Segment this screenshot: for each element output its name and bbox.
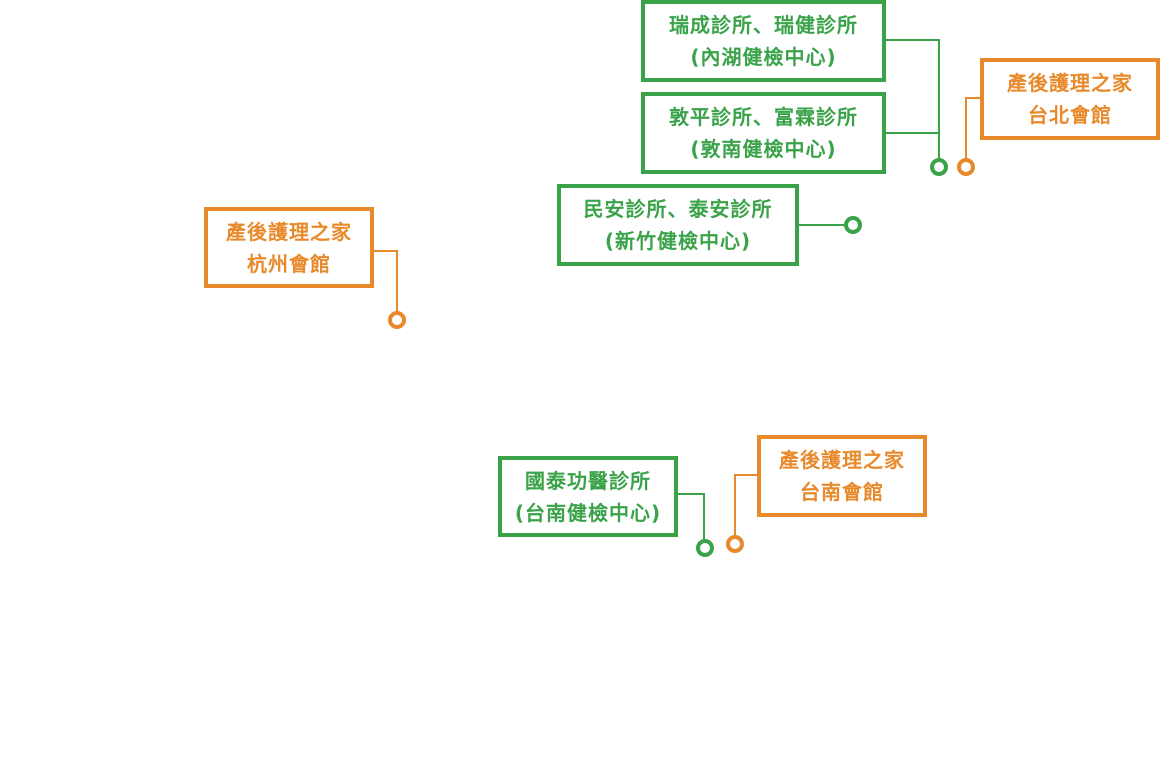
map-pin-hangzhou-care[interactable] <box>388 311 406 329</box>
map-pin-taipei-clinics[interactable] <box>930 158 948 176</box>
location-box-hsinchu[interactable]: 民安診所、泰安診所 (新竹健檢中心) <box>557 184 799 266</box>
connector-taipei-care-horizontal <box>965 97 980 99</box>
connector-neihu-horizontal <box>886 39 940 41</box>
map-pin-tainan-care[interactable] <box>726 535 744 553</box>
location-name: 產後護理之家 <box>1007 71 1133 95</box>
connector-hangzhou-care-horizontal <box>374 250 398 252</box>
connector-tainan-clinic-vertical <box>703 493 705 541</box>
location-subtitle: (內湖健檢中心) <box>690 45 837 69</box>
connector-dunnan-horizontal <box>886 132 940 134</box>
location-box-tainan-care[interactable]: 產後護理之家 台南會館 <box>757 435 927 517</box>
connector-hsinchu-horizontal <box>799 224 846 226</box>
connector-tainan-clinic-horizontal <box>678 493 705 495</box>
location-box-neihu[interactable]: 瑞成診所、瑞健診所 (內湖健檢中心) <box>641 0 886 82</box>
location-name: 產後護理之家 <box>779 448 905 472</box>
location-subtitle: (新竹健檢中心) <box>604 229 752 253</box>
location-name: 民安診所、泰安診所 <box>583 197 773 221</box>
map-pin-taipei-care[interactable] <box>957 158 975 176</box>
location-name: 國泰功醫診所 <box>525 468 651 493</box>
location-subtitle: 台南會館 <box>800 480 884 504</box>
location-name: 瑞成診所、瑞健診所 <box>669 13 858 37</box>
location-subtitle: (敦南健檢中心) <box>690 137 837 161</box>
connector-neihu-vertical <box>938 39 940 160</box>
connector-tainan-care-horizontal <box>734 474 757 476</box>
map-pin-hsinchu[interactable] <box>844 216 862 234</box>
location-subtitle: 杭州會館 <box>247 251 331 276</box>
location-subtitle: (台南健檢中心) <box>514 500 662 525</box>
location-subtitle: 台北會館 <box>1028 103 1112 127</box>
location-name: 敦平診所、富霖診所 <box>669 105 858 129</box>
connector-hangzhou-care-vertical <box>396 250 398 313</box>
map-pin-tainan-clinic[interactable] <box>696 539 714 557</box>
location-box-hangzhou-care[interactable]: 產後護理之家 杭州會館 <box>204 207 374 288</box>
connector-taipei-care-vertical <box>965 97 967 160</box>
location-name: 產後護理之家 <box>226 219 352 244</box>
location-box-taipei-care[interactable]: 產後護理之家 台北會館 <box>980 58 1160 140</box>
connector-tainan-care-vertical <box>734 474 736 537</box>
location-box-tainan-clinic[interactable]: 國泰功醫診所 (台南健檢中心) <box>498 456 678 537</box>
location-box-dunnan[interactable]: 敦平診所、富霖診所 (敦南健檢中心) <box>641 92 886 174</box>
